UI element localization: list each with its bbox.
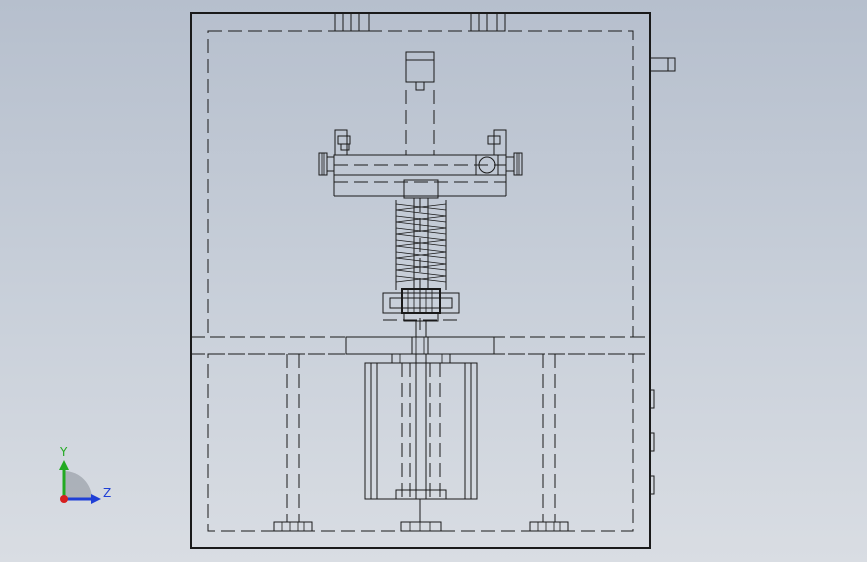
triad-quadrant	[64, 471, 92, 499]
top-actuator	[405, 51, 435, 155]
y-axis-label: Y	[59, 445, 68, 459]
bottom-cylinder	[364, 353, 478, 500]
cross-arm	[318, 129, 523, 197]
frame-outline	[190, 12, 676, 549]
orientation-triad[interactable]: Y Z	[59, 445, 111, 504]
feet	[273, 499, 569, 532]
middle-plate	[345, 336, 495, 355]
x-axis-dot	[60, 495, 68, 503]
z-axis-label: Z	[103, 486, 111, 500]
z-axis-arrowhead	[91, 494, 101, 504]
central-block	[403, 179, 439, 199]
lower-clamp	[382, 288, 460, 337]
y-axis-arrowhead	[59, 460, 69, 470]
spring-stack	[395, 198, 447, 330]
